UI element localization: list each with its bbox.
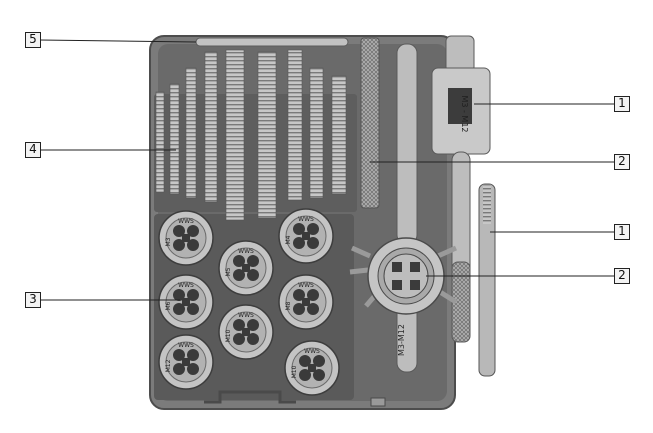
die-size: M12: [165, 359, 172, 372]
die-size: M10: [291, 365, 298, 378]
die-marking: WWS: [238, 312, 254, 319]
die-size: M5: [225, 267, 232, 276]
die-marking: WWS: [178, 282, 194, 289]
callout-2-handle: 2: [614, 154, 630, 170]
die-size: M4: [285, 235, 292, 244]
die-marking: WWS: [298, 216, 314, 223]
die: WWS M6: [158, 274, 214, 330]
knurled-rod: [360, 37, 380, 209]
callout-2-die-holder: 2: [614, 268, 630, 284]
callout-1-tap-wrench: 1: [614, 96, 630, 112]
die: WWS M3: [158, 210, 214, 266]
die-size: M3: [165, 237, 172, 246]
die-marking: WWS: [304, 348, 320, 355]
die-marking: WWS: [178, 218, 194, 225]
callout-3: 3: [25, 292, 41, 308]
tap-wrench-marking: M3 - M12: [460, 95, 469, 132]
case-latch: [370, 397, 386, 407]
die: WWS M8: [278, 274, 334, 330]
die-size: M10: [225, 329, 232, 342]
dies: WWSM3WWSM4WWSM5WWSM6WWSM8WWSM10WWSM12WWS…: [158, 208, 340, 396]
leader-lines: [39, 39, 614, 301]
callout-1-gauge: 1: [614, 224, 630, 240]
wrench: [195, 37, 349, 47]
tap-wrench: [431, 35, 491, 343]
die-holder-marking: M3-M12: [397, 324, 406, 356]
die-marking: WWS: [178, 342, 194, 349]
die-size: M6: [165, 301, 172, 310]
callout-5: 5: [25, 32, 41, 48]
die: WWS M10: [284, 340, 340, 396]
callout-4: 4: [25, 142, 41, 158]
die-size: M8: [285, 301, 292, 310]
die: WWS M12: [158, 334, 214, 390]
upper-compartment: [154, 94, 357, 212]
die: WWS M10: [218, 304, 274, 360]
die-marking: WWS: [298, 282, 314, 289]
die-holder-handle-upper: [396, 43, 418, 245]
taps: [155, 49, 347, 221]
die-holder: [349, 237, 458, 315]
die: WWS M4: [278, 208, 334, 264]
die-marking: WWS: [238, 248, 254, 255]
die: WWS M5: [218, 240, 274, 296]
case-bottom-notches: [204, 390, 296, 404]
